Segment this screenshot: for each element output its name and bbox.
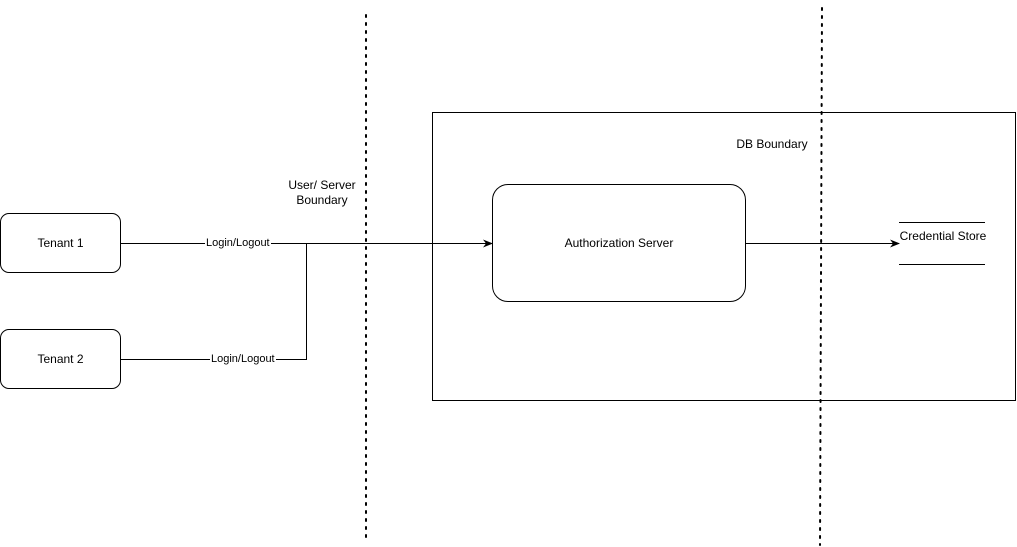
tenant1-edge-label: Login/Logout xyxy=(205,237,271,250)
authorization-server-label: Authorization Server xyxy=(564,235,674,250)
tenant2-node[interactable]: Tenant 2 xyxy=(0,329,121,389)
db-boundary-frame xyxy=(432,112,1016,401)
tenant1-label: Tenant 1 xyxy=(37,235,84,250)
credential-store-label: Credential Store xyxy=(899,229,987,243)
tenant1-node[interactable]: Tenant 1 xyxy=(0,213,121,273)
db-boundary-label: DB Boundary xyxy=(736,137,808,151)
tenant2-edge-label: Login/Logout xyxy=(210,353,276,366)
db-boundary-line xyxy=(819,7,823,546)
authorization-server-node[interactable]: Authorization Server xyxy=(492,184,746,302)
credential-store-node[interactable]: Credential Store xyxy=(898,229,988,244)
tenant2-login-edge xyxy=(121,243,307,360)
tenant2-label: Tenant 2 xyxy=(37,351,84,366)
user-server-boundary-label: User/ Server Boundary xyxy=(288,178,356,207)
